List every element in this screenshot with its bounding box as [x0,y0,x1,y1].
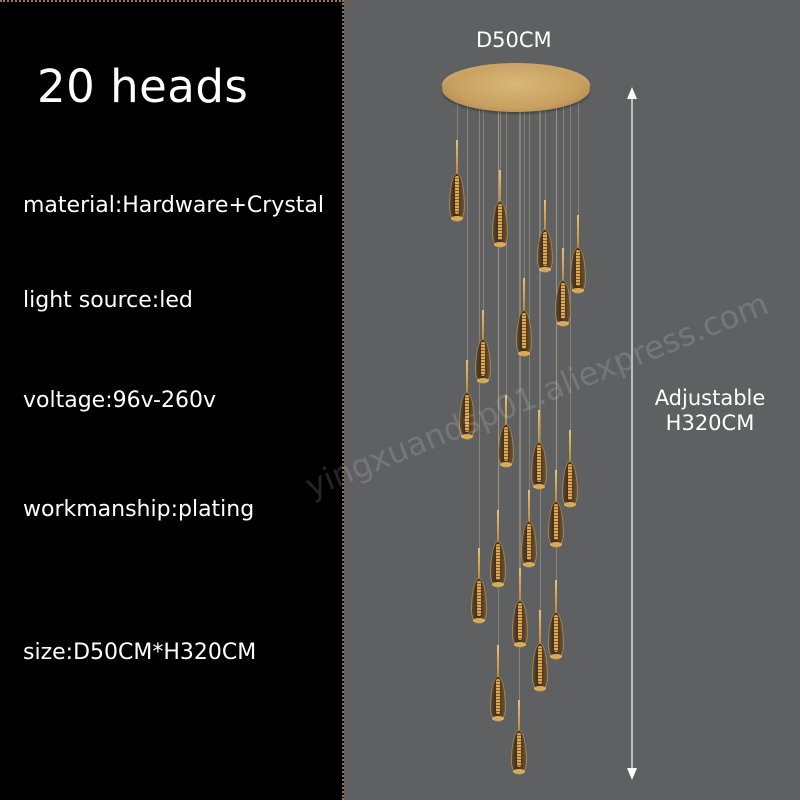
spec-voltage: voltage:96v-260v [23,388,216,413]
droplet-stem [555,580,557,616]
droplet-glow [539,267,551,272]
spec-panel [0,0,344,800]
droplet-glow [534,686,546,691]
height-label: Adjustable H320CM [640,386,780,436]
droplet-glow [523,562,535,567]
droplet-stem [519,568,521,604]
crystal-droplet [548,612,564,660]
droplet-stem [528,490,530,525]
wire [563,100,564,248]
droplet-stem [555,470,557,505]
droplet-glow [572,288,584,293]
ceiling-canopy [442,66,590,112]
droplet-glow [451,216,463,221]
height-label-line1: Adjustable [654,386,766,410]
height-dimension-line [631,96,633,772]
wire [556,100,557,470]
wire [556,100,557,580]
crystal-droplet [537,229,553,273]
droplet-glow [477,378,489,383]
wire [519,100,520,700]
wire [483,100,484,310]
spec-workmanship: workmanship:plating [23,497,255,522]
wire [545,100,546,200]
droplet-stem [539,610,541,647]
wire [479,100,480,548]
droplet-glow [550,542,562,547]
droplet-stem [478,548,480,582]
heads-count-title: 20 heads [37,60,249,113]
droplet-glow [461,434,473,439]
droplet-stem [456,140,458,177]
crystal-droplet [555,280,571,327]
wire [457,100,458,140]
crystal-droplet [459,392,475,440]
wire [506,100,507,395]
droplet-glow [473,618,485,623]
droplet-stem [497,645,499,680]
droplet-stem [499,170,501,205]
droplet-glow [557,321,569,326]
wire [498,100,499,645]
droplet-stem [482,310,484,343]
wire [540,100,541,610]
crystal-droplet [570,247,586,294]
arrow-up-icon [627,87,637,99]
wire [500,100,501,170]
crystal-droplet [548,501,564,548]
wire [498,100,499,510]
droplet-stem [538,410,540,446]
droplet-stem [466,360,468,396]
crystal-droplet [471,578,487,624]
droplet-glow [518,351,530,356]
spec-material: material:Hardware+Crystal [23,193,324,218]
droplet-glow [494,242,506,247]
crystal-droplet [511,730,527,775]
wire [467,100,468,360]
droplet-stem [562,248,564,284]
crystal-droplet [516,310,532,357]
droplet-glow [513,769,525,774]
droplet-stem [523,278,525,314]
crystal-droplet [498,424,514,468]
droplet-stem [544,200,546,233]
spec-size: size:D50CM*H320CM [23,640,257,665]
crystal-droplet [531,442,547,490]
droplet-glow [564,502,576,507]
crystal-droplet [532,643,548,692]
droplet-stem [569,430,571,465]
droplet-glow [514,642,526,647]
droplet-glow [492,582,504,587]
crystal-droplet [562,461,578,508]
droplet-glow [500,462,512,467]
arrow-down-icon [627,768,637,780]
droplet-stem [518,700,520,734]
crystal-droplet [492,201,508,248]
height-label-line2: H320CM [665,411,755,435]
droplet-glow [492,716,504,721]
droplet-stem [497,510,499,545]
droplet-stem [505,395,507,428]
spec-light-source: light source:led [23,288,193,313]
crystal-droplet [521,521,537,568]
droplet-glow [533,484,545,489]
wire [578,100,579,215]
wire [529,100,530,490]
droplet-stem [577,215,579,251]
wire [524,100,525,278]
crystal-droplet [449,173,465,222]
crystal-droplet [490,676,506,722]
crystal-droplet [475,339,491,384]
droplet-glow [550,654,562,659]
diameter-label: D50CM [476,28,552,52]
crystal-droplet [512,600,528,648]
crystal-droplet [490,541,506,588]
